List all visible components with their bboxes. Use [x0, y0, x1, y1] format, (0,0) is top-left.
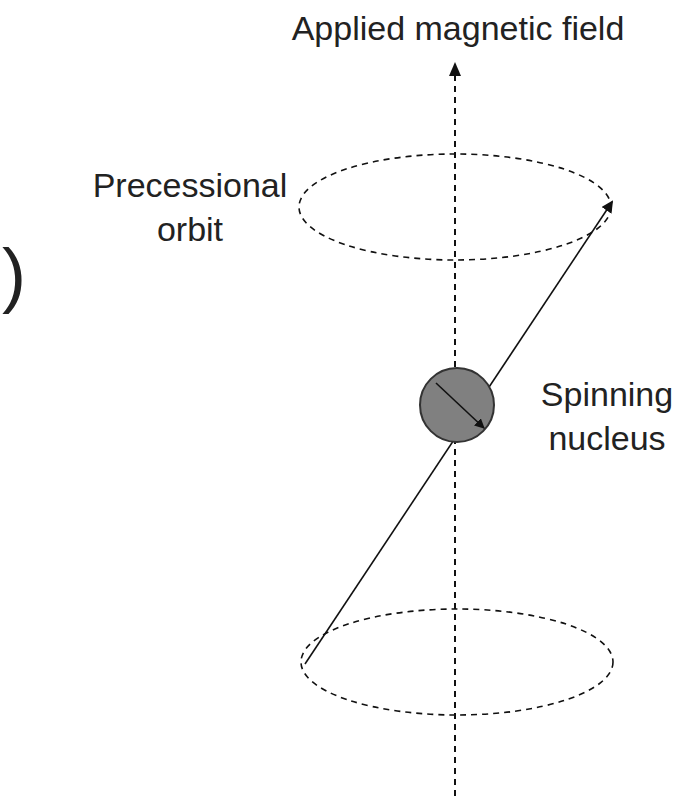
field-arrowhead [449, 62, 461, 76]
nucleus [420, 368, 494, 442]
orbit-label: Precessional orbit [93, 163, 288, 251]
fragment-mark: ) [2, 238, 26, 310]
spin-arrow [436, 383, 484, 428]
nucleus-label: Spinning nucleus [541, 372, 673, 460]
upper-orbit [299, 154, 611, 260]
lower-orbit [301, 609, 613, 715]
field-label: Applied magnetic field [292, 6, 625, 50]
